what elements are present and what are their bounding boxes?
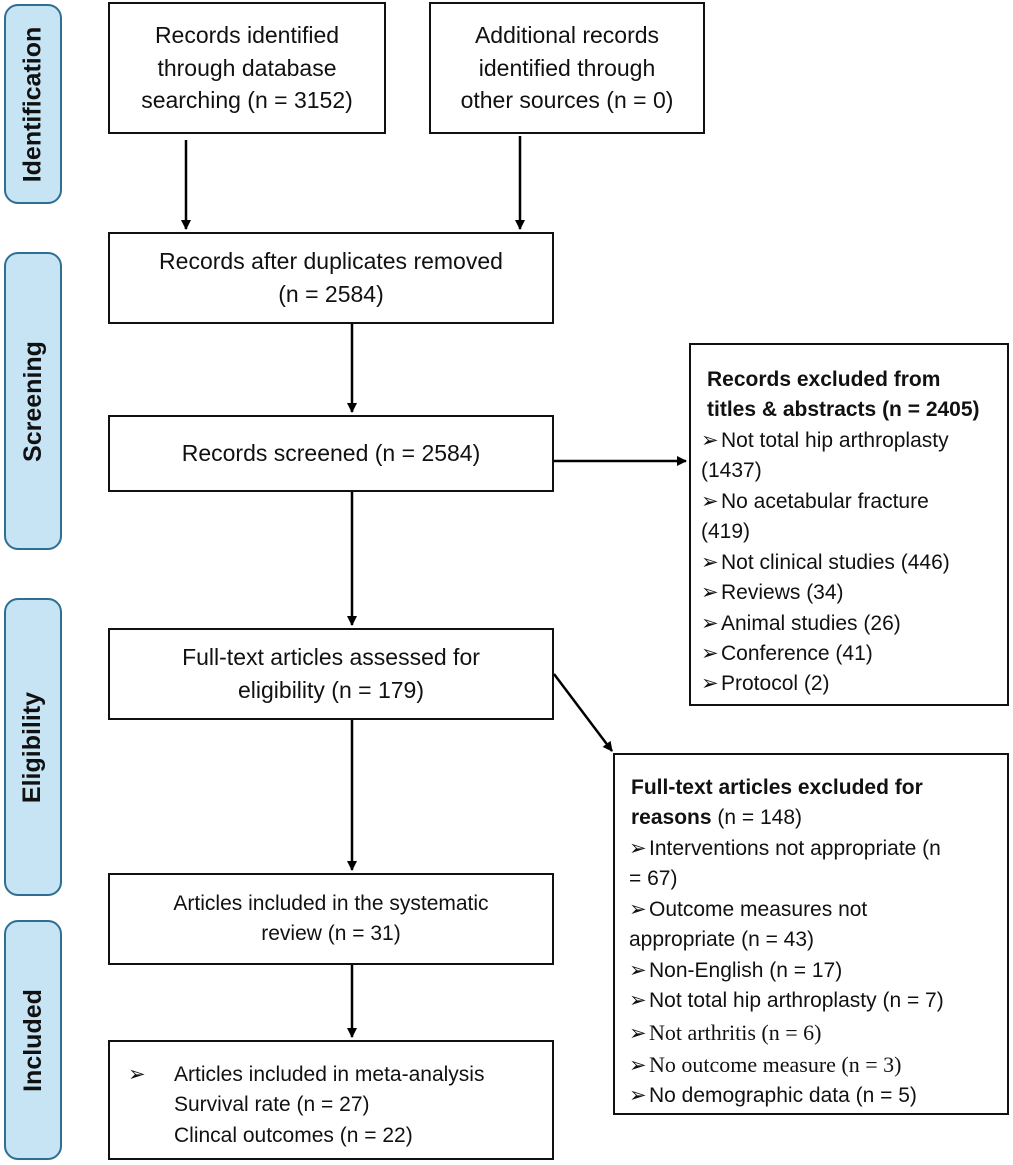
stage-identification: Identification [4,4,62,204]
exclusion-item: ➢Protocol (2) [701,669,993,699]
exclusion-item-text: = 67) [629,867,678,891]
exclusion-item-text: Not total hip arthroplasty [721,428,949,452]
duplicates-removed-box: Records after duplicates removed (n = 25… [108,232,554,324]
exclusion-list: ➢Not total hip arthroplasty(1437)➢No ace… [701,426,993,700]
exclusion-item: ➢Non-English (n = 17) [629,956,993,986]
bullet-arrow-icon: ➢ [629,1053,647,1077]
box-line: Records screened (n = 2584) [181,440,481,467]
bullet-arrow-icon: ➢ [629,897,647,921]
exclusion-item-text: No demographic data (n = 5) [649,1084,917,1108]
exclusion-item: ➢Not total hip arthroplasty [701,426,993,456]
exclusion-item-text: Outcome measures not [649,897,868,921]
exclusion-item-text: Not arthritis (n = 6) [649,1019,822,1045]
box-line: other sources (n = 0) [460,87,674,114]
box-line: Records after duplicates removed [159,248,503,275]
exclusion-item: ➢Conference (41) [701,639,993,669]
exclusion-item-text: Non-English (n = 17) [649,958,843,982]
exclusion-item-text: Conference (41) [721,641,873,665]
exclusion-item: (1437) [701,456,993,486]
bullet-arrow-icon: ➢ [701,489,719,513]
exclusion-item-text: Not clinical studies (446) [721,550,950,574]
box-line: (n = 2584) [278,281,384,307]
bullet-arrow-icon: ➢ [128,1063,146,1086]
meta-sub-line: Clincal outcomes (n = 22) [174,1123,413,1147]
exclusion-item: = 67) [629,864,993,894]
exclusion-item-text: Animal studies (26) [721,611,901,635]
stage-screening: Screening [4,252,62,550]
exclusion-item: ➢No acetabular fracture [701,487,993,517]
bullet-arrow-icon: ➢ [701,641,719,665]
exclusion-item: ➢Animal studies (26) [701,609,993,639]
exclusion-title: Full-text articles excluded for [631,776,923,799]
exclusion-title-line: Full-text articles excluded for [631,773,993,803]
excluded-fulltext-box: Full-text articles excluded for reasons … [613,753,1009,1115]
exclusion-item-text: Protocol (2) [721,672,830,696]
bullet-arrow-icon: ➢ [629,989,647,1013]
meta-text: Articles included in meta-analysis [174,1063,485,1086]
exclusion-item-text: Interventions not appropriate (n [649,836,941,860]
exclusion-item: ➢Interventions not appropriate (n [629,834,993,864]
stage-eligibility: Eligibility [4,598,62,896]
meta-line-main: ➢ Articles included in meta-analysis [128,1060,552,1090]
exclusion-item: (419) [701,517,993,547]
records-screened-box: Records screened (n = 2584) [108,415,554,492]
database-records-box: Records identified through database sear… [108,2,386,134]
exclusion-list: ➢Interventions not appropriate (n= 67)➢O… [629,834,993,1112]
exclusion-item: appropriate (n = 43) [629,925,993,955]
exclusion-item: ➢No outcome measure (n = 3) [629,1049,993,1081]
exclusion-title: reasons [631,806,712,830]
bullet-arrow-icon: ➢ [629,1084,647,1108]
exclusion-item: ➢Outcome measures not [629,895,993,925]
exclusion-item-text: (1437) [701,459,762,483]
box-line: searching (n = 3152) [141,87,353,114]
box-line: eligibility (n = 179) [237,677,424,703]
bullet-arrow-icon: ➢ [701,581,719,605]
exclusion-item-text: appropriate (n = 43) [629,928,815,952]
box-line: Full-text articles assessed for [182,644,480,671]
meta-sub-line: Survival rate (n = 27) [174,1093,370,1117]
box-line: review (n = 31) [261,922,401,945]
bullet-arrow-icon: ➢ [701,672,719,696]
box-line: Records identified [154,22,340,49]
bullet-arrow-icon: ➢ [701,611,719,635]
box-line: Additional records [474,22,660,49]
exclusion-count: (n = 148) [711,806,803,830]
bullet-arrow-icon: ➢ [701,550,719,574]
meta-analysis-box: ➢ Articles included in meta-analysis Sur… [108,1040,554,1160]
bullet-arrow-icon: ➢ [629,958,647,982]
other-sources-box: Additional records identified through ot… [429,2,705,134]
stage-included: Included [4,920,62,1160]
box-line: identified through [478,54,656,81]
arrow-fulltext-to-excluded [553,673,613,752]
excluded-titles-box: Records excluded from titles & abstracts… [689,343,1009,706]
exclusion-item: ➢Not arthritis (n = 6) [629,1017,993,1049]
exclusion-item-text: No acetabular fracture [721,489,929,513]
exclusion-item-text: No outcome measure (n = 3) [649,1051,902,1077]
bullet-arrow-icon: ➢ [629,836,647,860]
bullet-arrow-icon: ➢ [701,428,719,452]
exclusion-title-line: reasons (n = 148) [631,803,993,833]
exclusion-item-text: Reviews (34) [721,581,844,605]
exclusion-item: ➢Not clinical studies (446) [701,548,993,578]
exclusion-item: ➢Not total hip arthroplasty (n = 7) [629,986,993,1016]
bullet-arrow-icon: ➢ [629,1021,647,1045]
exclusion-title: titles & abstracts (n = 2405) [707,398,980,422]
box-line: through database [157,54,337,81]
exclusion-item: ➢No demographic data (n = 5) [629,1081,993,1111]
fulltext-assessed-box: Full-text articles assessed for eligibil… [108,628,554,720]
exclusion-item-text: (419) [701,520,751,544]
exclusion-item: ➢Reviews (34) [701,578,993,608]
box-line: Articles included in the systematic [173,892,489,916]
exclusion-title: Records excluded from [707,368,941,391]
exclusion-item-text: Not total hip arthroplasty (n = 7) [649,989,944,1013]
systematic-review-box: Articles included in the systematic revi… [108,873,554,965]
